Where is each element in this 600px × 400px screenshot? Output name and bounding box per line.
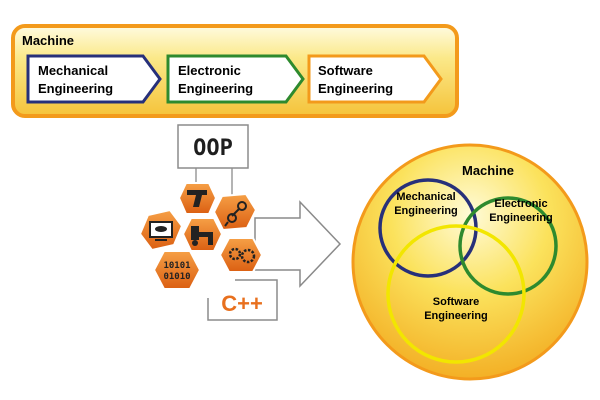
step-electronic-line2: Engineering: [178, 81, 253, 96]
oop-label: OOP: [193, 136, 233, 161]
machine-venn-diagram: Machine Mechanical Engineering Electroni…: [351, 143, 589, 381]
oop-box: OOP: [177, 124, 249, 169]
binary-line1: 10101: [163, 261, 190, 271]
venn-mechanical-line2: Engineering: [394, 205, 458, 217]
cpp-box: C++: [207, 279, 278, 321]
venn-machine-title: Machine: [462, 163, 514, 178]
hexagon-cluster: 10101 01010: [138, 182, 264, 290]
hex-gears: [218, 237, 264, 273]
venn-mechanical-line1: Mechanical: [396, 191, 455, 203]
robot-arm-icon: [224, 201, 247, 227]
step-electronic-chevron: [166, 54, 305, 104]
step-electronic-line1: Electronic: [178, 63, 241, 78]
step-mechanical-line1: Mechanical: [38, 63, 108, 78]
top-panel-title: Machine: [22, 33, 74, 48]
big-right-arrow: [254, 200, 342, 288]
cpp-frame: [207, 279, 278, 321]
binary-code-icon: 10101 01010: [163, 261, 190, 282]
hex-robot-arm: [212, 192, 258, 232]
hex-factory-robot: [181, 217, 224, 252]
venn-software-circle: [386, 224, 526, 364]
hex-binary: 10101 01010: [152, 250, 202, 290]
venn-electronic-circle: [458, 196, 558, 296]
step-electronic-engineering: Electronic Engineering: [166, 54, 305, 104]
hex-cad: [177, 182, 218, 215]
venn-software-line2: Engineering: [424, 310, 488, 322]
cad-tool-icon: [187, 190, 207, 207]
factory-robot-icon: [191, 226, 213, 246]
oop-frame: [177, 124, 249, 169]
venn-electronic-line1: Electronic: [494, 198, 547, 210]
step-software-engineering: Software Engineering: [307, 54, 443, 104]
hex-monitor: [138, 208, 184, 252]
step-software-line1: Software: [318, 63, 373, 78]
step-mechanical-chevron: [26, 54, 162, 104]
step-software-chevron: [307, 54, 443, 104]
gears-icon: [228, 247, 256, 264]
top-machine-panel: Machine Mechanical Engineering Electroni…: [11, 24, 459, 118]
step-mechanical-engineering: Mechanical Engineering: [26, 54, 162, 104]
step-mechanical-line2: Engineering: [38, 81, 113, 96]
step-software-line2: Engineering: [318, 81, 393, 96]
transition-arrow: [254, 200, 342, 288]
venn-electronic-line2: Engineering: [489, 212, 553, 224]
monitor-eye-icon: [149, 221, 173, 241]
venn-software-line1: Software: [433, 296, 479, 308]
cpp-label: C++: [221, 291, 263, 316]
binary-line2: 01010: [163, 272, 190, 282]
